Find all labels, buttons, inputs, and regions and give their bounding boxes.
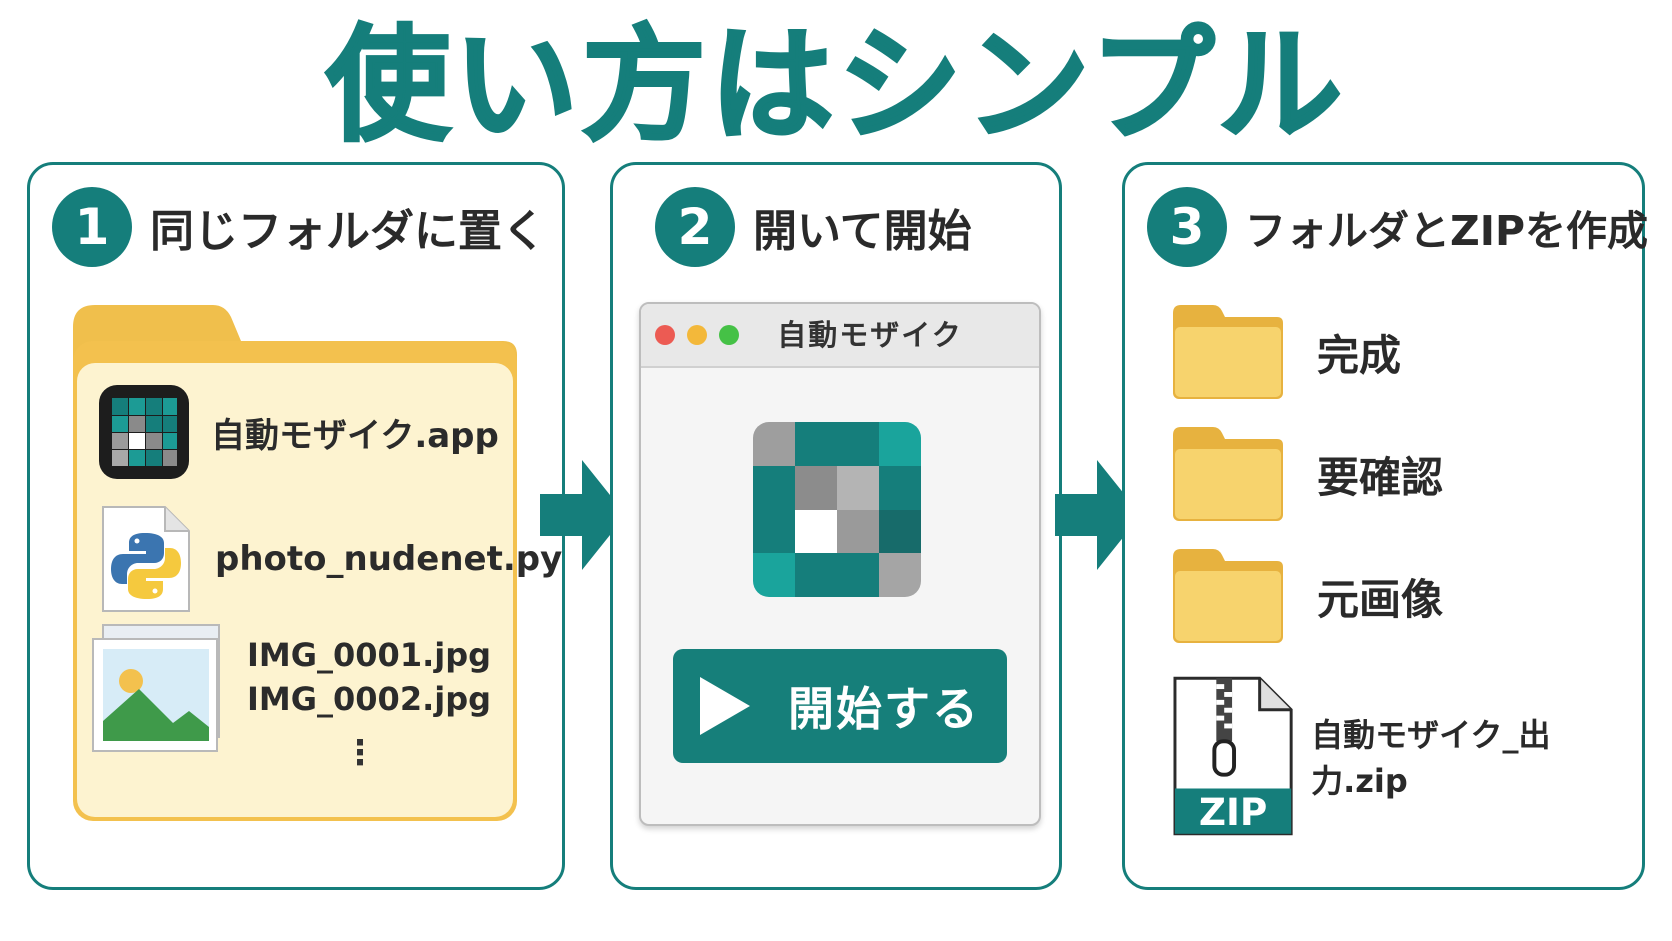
image-file-icon: [92, 624, 220, 752]
output-folder-label: 元画像: [1317, 574, 1444, 624]
image-file-name: IMG_0002.jpg: [247, 680, 492, 718]
step3-number: 3: [1147, 187, 1227, 267]
image-file-list: IMG_0001.jpg IMG_0002.jpg: [247, 633, 491, 721]
app-mosaic-icon: [99, 385, 189, 479]
zip-file-icon: ZIP: [1173, 676, 1293, 836]
close-icon[interactable]: [655, 325, 675, 345]
python-file-icon: [102, 506, 190, 612]
step3-panel: 3 フォルダとZIPを作成 完成 要確認 元画像: [1122, 162, 1648, 890]
window-title: 自動モザイク: [777, 318, 963, 352]
app-file-name: 自動モザイク.app: [211, 415, 499, 456]
step1-header: 1 同じフォルダに置く: [52, 187, 546, 267]
step1-title: 同じフォルダに置く: [150, 206, 546, 257]
output-folder-review[interactable]: 要確認: [1173, 427, 1443, 521]
step2-title: 開いて開始: [753, 206, 972, 257]
script-file-row[interactable]: photo_nudenet.py: [101, 505, 562, 613]
step1-number: 1: [52, 187, 132, 267]
output-zip-file[interactable]: ZIP 自動モザイク_出力.zip: [1173, 675, 1642, 837]
image-file-name: IMG_0001.jpg: [247, 636, 492, 674]
start-button-label: 開始する: [788, 682, 980, 736]
folder-icon: [1173, 549, 1283, 643]
step3-header: 3 フォルダとZIPを作成: [1147, 187, 1648, 267]
step2-number: 2: [655, 187, 735, 267]
output-folder-label: 要確認: [1317, 452, 1444, 502]
zip-badge: ZIP: [1199, 790, 1267, 834]
zoom-icon[interactable]: [719, 325, 739, 345]
script-file-name: photo_nudenet.py: [215, 539, 563, 579]
app-window: 自動モザイク 開始する: [639, 302, 1041, 826]
page-title-text: 使い方はシンプル: [326, 14, 1346, 158]
output-folder-done[interactable]: 完成: [1173, 305, 1401, 399]
step1-panel: 1 同じフォルダに置く 自動モザイク.app: [27, 162, 565, 890]
arrow-right-icon: [540, 460, 626, 570]
zip-file-name: 自動モザイク_出力.zip: [1311, 716, 1551, 800]
folder-icon: [1173, 305, 1283, 399]
source-folder: 自動モザイク.app photo_nudenet.py: [73, 305, 562, 821]
step3-title: フォルダとZIPを作成: [1245, 207, 1649, 255]
arrow-right-icon: [1055, 460, 1141, 570]
more-files-indicator: ⋮: [343, 733, 377, 773]
folder-icon: [1173, 427, 1283, 521]
step2-header: 2 開いて開始: [655, 187, 972, 267]
start-button[interactable]: 開始する: [673, 649, 1007, 763]
output-folder-label: 完成: [1317, 330, 1402, 380]
output-folder-original[interactable]: 元画像: [1173, 549, 1443, 643]
image-files-row[interactable]: IMG_0001.jpg IMG_0002.jpg: [91, 623, 491, 753]
page-title: 使い方はシンプル: [0, 10, 1672, 160]
app-file-row[interactable]: 自動モザイク.app: [99, 385, 499, 479]
window-titlebar: 自動モザイク: [641, 304, 1039, 368]
play-icon: [700, 677, 750, 735]
step2-panel: 2 開いて開始 自動モザイク 開始する: [610, 162, 1062, 890]
minimize-icon[interactable]: [687, 325, 707, 345]
app-mosaic-icon: [753, 422, 921, 597]
